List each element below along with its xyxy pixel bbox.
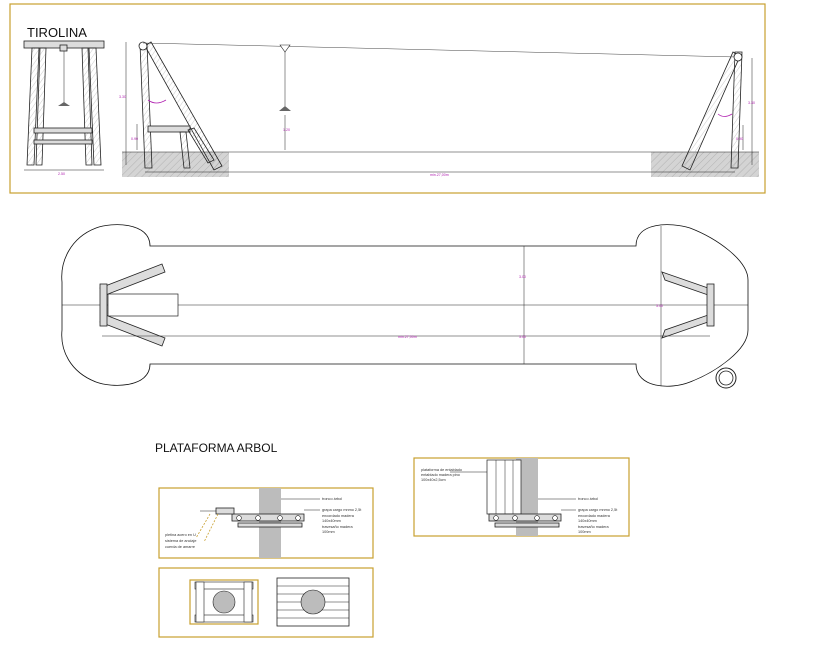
label-right-travesano: travesaño madera (578, 525, 609, 529)
left-leg-inner (35, 47, 47, 166)
label-cuerda: cuerda de amarre (165, 545, 195, 549)
label-right-140x40: 140x40mm (578, 519, 597, 523)
bolt-3 (277, 515, 283, 521)
lower-beam (33, 139, 93, 145)
label-right-100mm: 100mm (578, 530, 591, 534)
bolt-r3 (534, 515, 540, 521)
left-tower-ramp (187, 127, 215, 164)
plataforma-title: PLATAFORMA ARBOL (155, 441, 278, 455)
label-100mm: 100mm (322, 530, 335, 534)
plan-side-1 (195, 581, 205, 623)
side-view-frame: 2.50 (23, 40, 105, 176)
label-right-grapa: grapa cargo mnmo 2,5t (578, 508, 618, 512)
leader-2 (203, 513, 219, 543)
right-leg (88, 47, 102, 166)
right-pulley (733, 52, 743, 62)
detail-plan-frame (158, 567, 374, 638)
right-tower (681, 51, 743, 171)
elevation-panel: TIROLINA 2.50 3.30 0.90 (9, 3, 766, 194)
label-encordado: encordado madera (322, 514, 355, 518)
bolt-1 (236, 515, 242, 521)
plan-slat-1 (194, 581, 254, 590)
left-tower (138, 41, 223, 171)
zip-cable (142, 42, 738, 58)
deck-stack (486, 459, 522, 515)
label-travesano: travesaño madera (322, 525, 353, 529)
label-anclaje: sistema de anclaje (165, 539, 196, 543)
left-tower-strut (179, 131, 191, 169)
trolley-seat (279, 106, 291, 111)
label-entablado: entablado madera pino (421, 473, 460, 477)
label-pletina: pletina acero en U (165, 533, 196, 537)
leader-1 (195, 513, 211, 539)
plan-view: 3.00 3.00 min.27,00m 3.00 (61, 224, 749, 389)
label-plataforma: plataforma de entablado (421, 468, 462, 472)
bolt-4 (295, 515, 301, 521)
left-leg (26, 47, 40, 166)
bolt-r2 (512, 515, 518, 521)
label-right-trunk: tronco árbol (578, 497, 598, 501)
left-tower-platform (147, 125, 191, 133)
plan-left-post (99, 283, 108, 327)
plan-right-brace-bottom (661, 313, 712, 339)
detail-left-clamp (215, 507, 235, 515)
platform-plan-detail (158, 567, 374, 638)
plan-trunk-left (212, 590, 236, 614)
platform-detail-right: plataforma de entablado entablado madera… (413, 457, 630, 537)
right-base-dim: 0.90 (736, 137, 743, 141)
bolt-r4 (552, 515, 558, 521)
seat-height-dim: 1.20 (283, 128, 290, 132)
left-angle-mark (147, 99, 167, 104)
bolt-2 (255, 515, 261, 521)
north-symbol-inner (718, 370, 734, 386)
trolley: 1.20 (279, 44, 291, 150)
seat-disc (58, 102, 70, 106)
ground-right (651, 152, 759, 177)
tirolina-title: TIROLINA (27, 25, 87, 40)
plan-trunk-right (300, 589, 326, 615)
label-right-encordado: encordado madera (578, 514, 611, 518)
trolley-pulley (279, 44, 291, 53)
elevation-frame (9, 3, 766, 194)
plan-landing-platform (107, 293, 179, 317)
detail-right-crossbar (494, 522, 560, 528)
platform-detail-left: tronco árbol grapa cargo mnmo 2,5t encor… (158, 487, 374, 559)
plan-slat-2 (194, 614, 254, 623)
plan-width-dim-right: 3.00 (656, 304, 663, 308)
safety-zone-outline (61, 224, 749, 387)
right-angle-mark (717, 113, 733, 117)
detail-left-crossbar (237, 522, 303, 528)
plan-right-post (706, 283, 715, 327)
north-symbol (715, 367, 737, 389)
left-pulley (138, 41, 148, 51)
elevation-span-dim: min.27,00m (430, 173, 449, 177)
plan-right-brace-top (661, 271, 712, 297)
plan-left-brace-top (99, 263, 166, 297)
plan-left-brace-bottom (99, 313, 166, 347)
plan-side-2 (243, 581, 253, 623)
left-height-dim: 3.30 (119, 95, 126, 99)
bolt-r1 (493, 515, 499, 521)
pulley (59, 44, 68, 52)
left-tower-post (139, 43, 153, 169)
frame-width-dim: 2.50 (58, 172, 65, 176)
seat-beam (33, 127, 93, 134)
detail-right-beam (488, 513, 562, 522)
label-trunk: tronco árbol (322, 497, 342, 501)
label-grapa: grapa cargo mnmo 2,5t (322, 508, 362, 512)
plan-bottom-dim: 3.00 (519, 335, 526, 339)
plan-width-dim: 3.00 (519, 275, 526, 279)
plan-span-dim: min.27,00m (398, 335, 417, 339)
left-base-dim: 0.90 (131, 137, 138, 141)
detail-left-beam (231, 513, 305, 522)
right-leg-inner (81, 47, 93, 166)
label-140x40: 140x40mm (322, 519, 341, 523)
right-tower-post (730, 51, 743, 169)
right-height-dim: 3.30 (748, 101, 755, 105)
label-100x40: 100x40x2,5cm (421, 478, 446, 482)
